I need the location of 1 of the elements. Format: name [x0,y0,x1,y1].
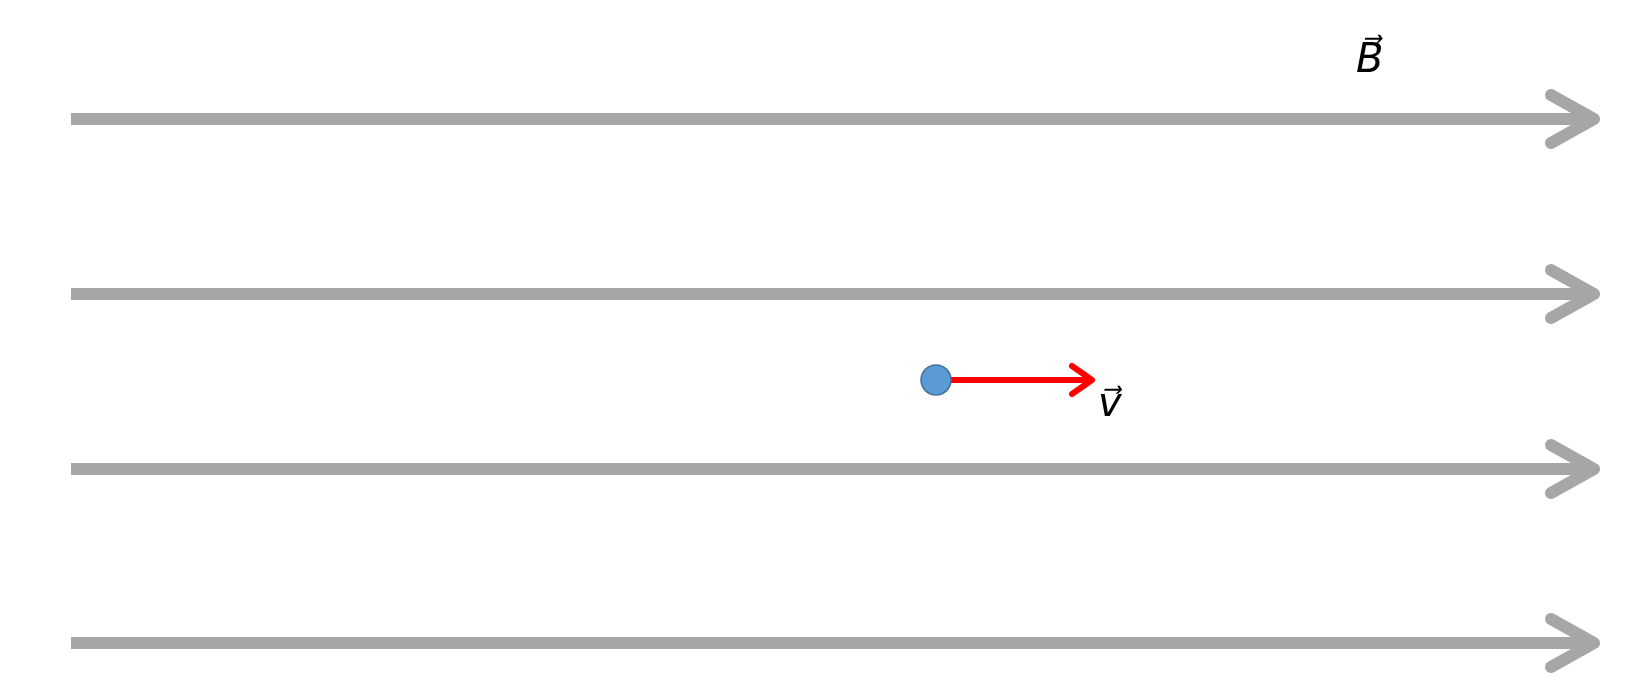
velocity-symbol: v⃗ [1098,382,1122,422]
